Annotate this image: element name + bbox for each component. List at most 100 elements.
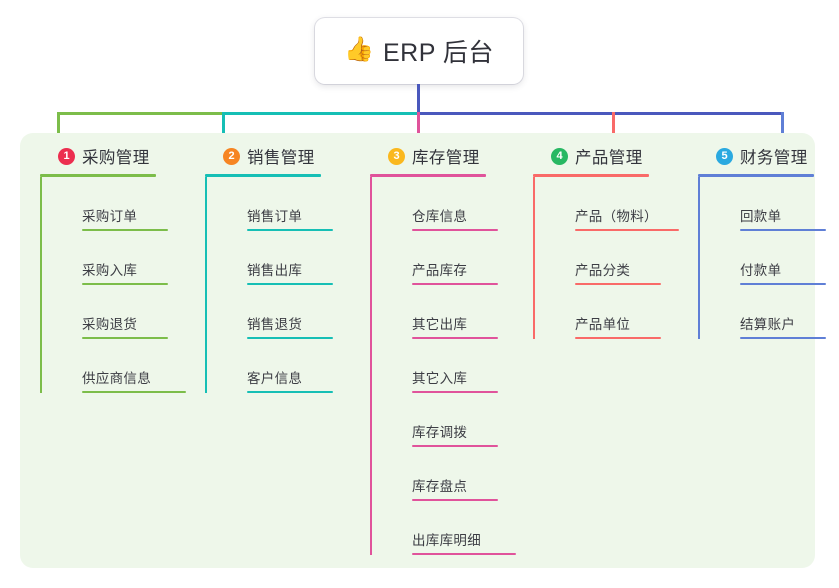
branch-header-rule bbox=[370, 174, 486, 177]
branch-item-label: 采购订单 bbox=[82, 209, 138, 224]
branch-item[interactable]: 供应商信息 bbox=[82, 339, 186, 393]
branch-item-rule bbox=[575, 283, 661, 285]
branch-item-rule bbox=[412, 445, 498, 447]
branch-item-rule bbox=[740, 229, 826, 231]
branch-item[interactable]: 付款单 bbox=[740, 231, 826, 285]
branch-item-rule bbox=[247, 283, 333, 285]
branch-item[interactable]: 采购退货 bbox=[82, 285, 168, 339]
branch-item[interactable]: 产品单位 bbox=[575, 285, 661, 339]
branch-item-list: 回款单付款单结算账户 bbox=[698, 177, 826, 339]
branch-item-rule bbox=[82, 337, 168, 339]
branch-item[interactable]: 库存调拨 bbox=[412, 393, 498, 447]
branch-number-badge: 1 bbox=[58, 147, 75, 165]
branch-header-rule bbox=[698, 174, 814, 177]
branch-item-label: 出库库明细 bbox=[412, 533, 481, 548]
branch-spine bbox=[370, 177, 372, 555]
root-node-erp-backend[interactable]: 👍 ERP 后台 bbox=[315, 18, 523, 84]
branch-item-label: 结算账户 bbox=[740, 317, 796, 332]
branch-item-rule bbox=[412, 391, 498, 393]
branch-stub-5 bbox=[781, 112, 784, 145]
branch-item-rule bbox=[82, 391, 186, 393]
branch-item-label: 供应商信息 bbox=[82, 371, 151, 386]
branch-item-rule bbox=[575, 337, 661, 339]
branch-column-1: 1 采购管理采购订单采购入库采购退货供应商信息 bbox=[40, 143, 186, 393]
branch-item-rule bbox=[740, 337, 826, 339]
branch-item[interactable]: 结算账户 bbox=[740, 285, 826, 339]
branch-item-rule bbox=[575, 229, 679, 231]
branch-header-产品管理[interactable]: 4 产品管理 bbox=[533, 143, 679, 169]
branch-header-采购管理[interactable]: 1 采购管理 bbox=[40, 143, 186, 169]
branch-item[interactable]: 产品分类 bbox=[575, 231, 661, 285]
branch-item-label: 库存调拨 bbox=[412, 425, 468, 440]
branch-stub-1 bbox=[57, 112, 60, 145]
branch-item-label: 产品（物料） bbox=[575, 209, 658, 224]
branch-number-badge: 3 bbox=[388, 147, 405, 165]
branch-spine bbox=[698, 177, 700, 339]
branch-item-rule bbox=[247, 229, 333, 231]
branch-item-rule bbox=[247, 391, 333, 393]
branch-header-库存管理[interactable]: 3 库存管理 bbox=[370, 143, 516, 169]
branch-item-label: 仓库信息 bbox=[412, 209, 468, 224]
branch-item-label: 产品单位 bbox=[575, 317, 631, 332]
branch-header-rule bbox=[205, 174, 321, 177]
branch-item[interactable]: 仓库信息 bbox=[412, 177, 498, 231]
branch-item[interactable]: 其它出库 bbox=[412, 285, 498, 339]
branch-item-list: 销售订单销售出库销售退货客户信息 bbox=[205, 177, 333, 393]
thumbs-up-icon: 👍 bbox=[344, 36, 374, 63]
branch-item-rule bbox=[412, 499, 498, 501]
branch-item-label: 采购退货 bbox=[82, 317, 138, 332]
branch-item-rule bbox=[412, 337, 498, 339]
branch-item[interactable]: 客户信息 bbox=[247, 339, 333, 393]
branch-item-rule bbox=[740, 283, 826, 285]
branch-item[interactable]: 采购入库 bbox=[82, 231, 168, 285]
branch-item-label: 销售退货 bbox=[247, 317, 303, 332]
branch-spine bbox=[40, 177, 42, 393]
branch-item[interactable]: 销售退货 bbox=[247, 285, 333, 339]
branch-item-label: 采购入库 bbox=[82, 263, 138, 278]
branch-item[interactable]: 采购订单 bbox=[82, 177, 168, 231]
branch-stub-2 bbox=[222, 112, 225, 145]
branch-title: 产品管理 bbox=[575, 149, 643, 167]
branch-item-rule bbox=[412, 553, 516, 555]
branch-item[interactable]: 产品库存 bbox=[412, 231, 498, 285]
branch-title: 库存管理 bbox=[412, 149, 480, 167]
branch-stub-4 bbox=[612, 112, 615, 145]
root-node-title: ERP 后台 bbox=[382, 39, 494, 67]
branch-item-rule bbox=[82, 229, 168, 231]
branch-item[interactable]: 产品（物料） bbox=[575, 177, 679, 231]
branch-item[interactable]: 出库库明细 bbox=[412, 501, 516, 555]
branch-header-销售管理[interactable]: 2 销售管理 bbox=[205, 143, 333, 169]
branch-item[interactable]: 库存盘点 bbox=[412, 447, 498, 501]
branch-number-badge: 2 bbox=[223, 147, 240, 165]
branch-item-label: 其它出库 bbox=[412, 317, 468, 332]
branch-item[interactable]: 回款单 bbox=[740, 177, 826, 231]
branch-item-rule bbox=[412, 283, 498, 285]
branch-stub-3 bbox=[417, 112, 420, 145]
branch-item-label: 付款单 bbox=[740, 263, 782, 278]
branch-number-badge: 4 bbox=[551, 147, 568, 165]
branch-header-rule bbox=[533, 174, 649, 177]
branch-column-3: 3 库存管理仓库信息产品库存其它出库其它入库库存调拨库存盘点出库库明细 bbox=[370, 143, 516, 555]
bus-segment-2 bbox=[222, 112, 419, 115]
branch-item-label: 其它入库 bbox=[412, 371, 468, 386]
branch-number-badge: 5 bbox=[716, 147, 733, 165]
branch-item-rule bbox=[247, 337, 333, 339]
branch-column-4: 4 产品管理产品（物料） 产品分类产品单位 bbox=[533, 143, 679, 339]
bus-segment-3 bbox=[417, 112, 783, 115]
branch-column-2: 2 销售管理销售订单销售出库销售退货客户信息 bbox=[205, 143, 333, 393]
branch-item-label: 客户信息 bbox=[247, 371, 303, 386]
branch-item[interactable]: 销售出库 bbox=[247, 231, 333, 285]
branch-item-rule bbox=[82, 283, 168, 285]
branch-title: 采购管理 bbox=[82, 149, 150, 167]
branch-item-list: 产品（物料） 产品分类产品单位 bbox=[533, 177, 679, 339]
branches-panel bbox=[20, 133, 815, 568]
branch-spine bbox=[205, 177, 207, 393]
branch-item-label: 产品库存 bbox=[412, 263, 468, 278]
branch-title: 销售管理 bbox=[247, 149, 315, 167]
branch-item[interactable]: 其它入库 bbox=[412, 339, 498, 393]
branch-item-label: 产品分类 bbox=[575, 263, 631, 278]
branch-item[interactable]: 销售订单 bbox=[247, 177, 333, 231]
